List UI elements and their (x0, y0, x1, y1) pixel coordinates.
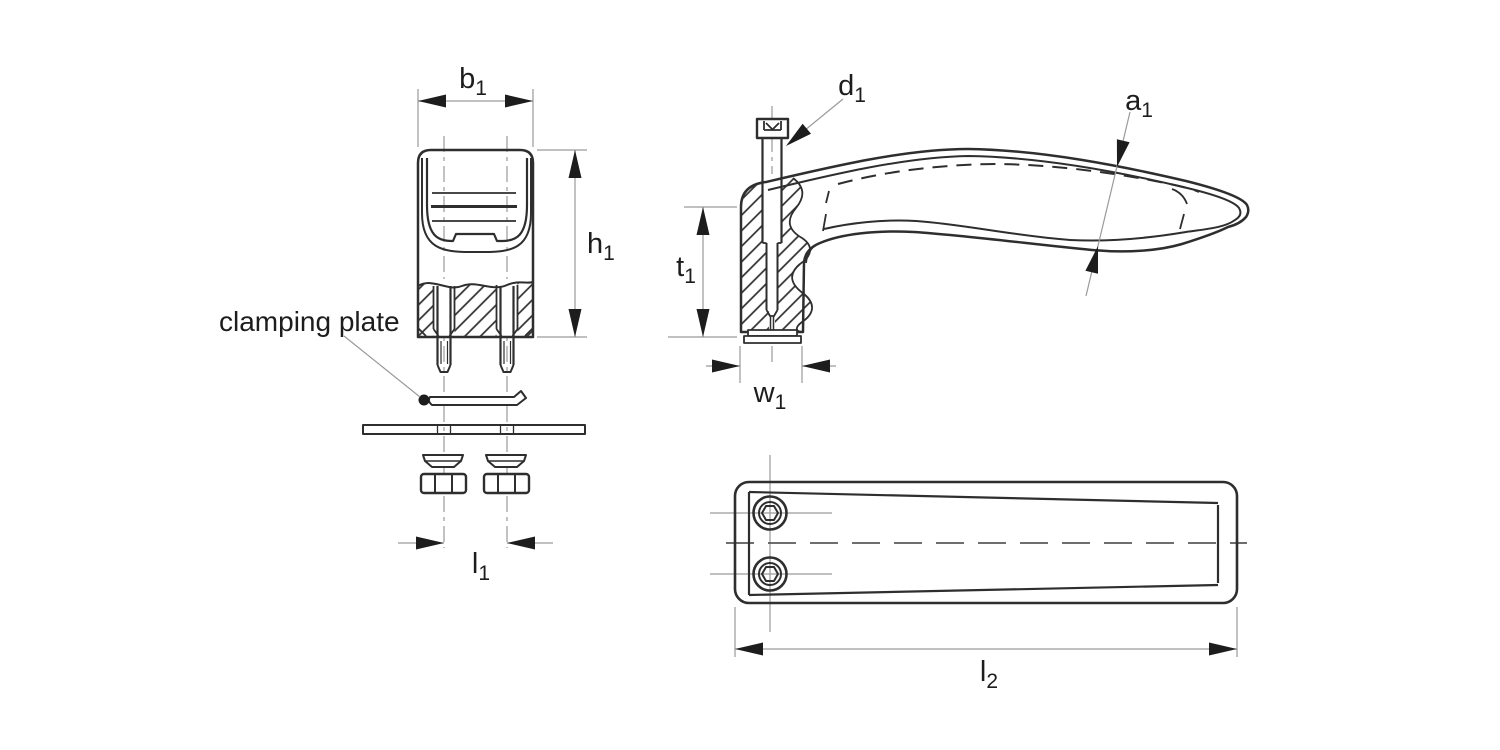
front-recess-outer-lip (421, 158, 532, 253)
arrow (712, 359, 740, 373)
dimension-l2: l2 (734, 607, 1238, 693)
leader-line (343, 335, 421, 398)
dim-label-h1: h1 (587, 228, 615, 265)
clamping-plate-annotation: clamping plate (219, 306, 421, 398)
washer-left (422, 454, 464, 468)
screw-bore-clear (763, 174, 781, 244)
front-break-line (417, 281, 534, 289)
leader-dot (418, 394, 430, 406)
stud-right (499, 286, 515, 373)
dimension-l1: l1 (398, 536, 553, 585)
backing-plate (362, 424, 586, 435)
arrow (568, 309, 582, 337)
dim-label-l2: l2 (980, 656, 998, 693)
arrow (696, 207, 710, 235)
handle-outline (739, 147, 1250, 334)
dim-label-a1: a1 (1125, 85, 1153, 122)
hex-nut-right (482, 472, 531, 495)
hex-nut-left (419, 472, 468, 495)
arrow (696, 309, 710, 337)
bottom-outline (733, 480, 1239, 605)
bottom-inner-contour (747, 490, 1220, 597)
screw-stub-clear (769, 311, 775, 332)
bottom-screw-top (752, 495, 788, 531)
bottom-screw-bottom (752, 556, 788, 592)
front-channel-right-clear (496, 279, 518, 337)
bottom-view (710, 455, 1247, 632)
dim-label-t1: t1 (676, 251, 696, 288)
arrow (1085, 246, 1098, 274)
arrow (418, 94, 446, 108)
arrow (735, 642, 763, 656)
arrow (507, 536, 535, 550)
dim-label-b1: b1 (459, 63, 487, 100)
arrow (802, 359, 830, 373)
stud-left (436, 286, 452, 373)
front-bottom-chamfer-left (417, 327, 427, 337)
handle-detail-ticks (805, 188, 1188, 264)
arrow (505, 94, 533, 108)
clamping-plate-label: clamping plate (219, 306, 400, 337)
dim-label-w1: w1 (753, 377, 787, 414)
dimension-a1: a1 (1085, 85, 1153, 297)
arrow (1209, 642, 1237, 656)
front-channel-left-clear (433, 279, 455, 337)
dimension-d1: d1 (786, 70, 866, 146)
handle-inner-contour (767, 155, 1242, 242)
screw-thread-clear (767, 244, 777, 311)
dim-label-l1: l1 (472, 548, 490, 585)
socket-head-screw (755, 117, 790, 331)
dimension-h1: h1 (537, 149, 615, 338)
dimension-t1: t1 (668, 206, 737, 338)
arrow (416, 536, 444, 550)
dim-label-d1: d1 (838, 70, 866, 107)
front-bottom-chamfer-right (524, 327, 534, 337)
handle-parting-dashed-line (837, 163, 1200, 193)
front-view (362, 136, 586, 548)
front-body-outline (416, 148, 535, 339)
washer-right (485, 454, 527, 468)
side-clamping-plate (743, 329, 802, 344)
arrow (786, 123, 811, 146)
dimension-w1: w1 (706, 346, 836, 414)
arrow (568, 150, 582, 178)
arrow (1116, 139, 1130, 167)
clamping-plate-part (427, 390, 527, 406)
side-view (739, 106, 1250, 362)
dimension-b1: b1 (417, 63, 534, 147)
front-recess-inner (425, 158, 529, 243)
